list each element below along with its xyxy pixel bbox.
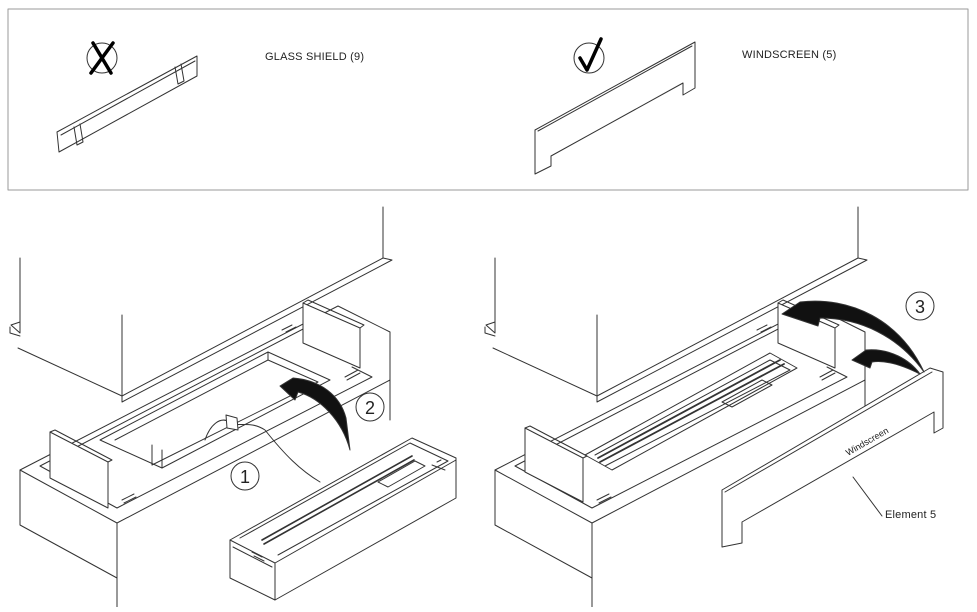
step-3-marker [905, 291, 935, 321]
step-2-number: 2 [365, 398, 375, 418]
step-1-number: 1 [240, 467, 250, 487]
right-step-illustration [484, 206, 944, 608]
glass-shield-label: GLASS SHIELD (9) [265, 51, 365, 63]
step-2-marker [355, 392, 385, 422]
left-step-illustration [9, 206, 457, 608]
step-3-number: 3 [915, 297, 925, 317]
legend-frame [7, 8, 969, 191]
step-1-marker [230, 461, 260, 491]
windscreen-label: WINDSCREEN (5) [742, 49, 837, 61]
element-5-label: Element 5 [885, 509, 937, 521]
glass-shield-part [56, 55, 198, 153]
cross-icon [86, 41, 118, 75]
windscreen-part [534, 41, 696, 175]
check-icon [573, 37, 605, 74]
